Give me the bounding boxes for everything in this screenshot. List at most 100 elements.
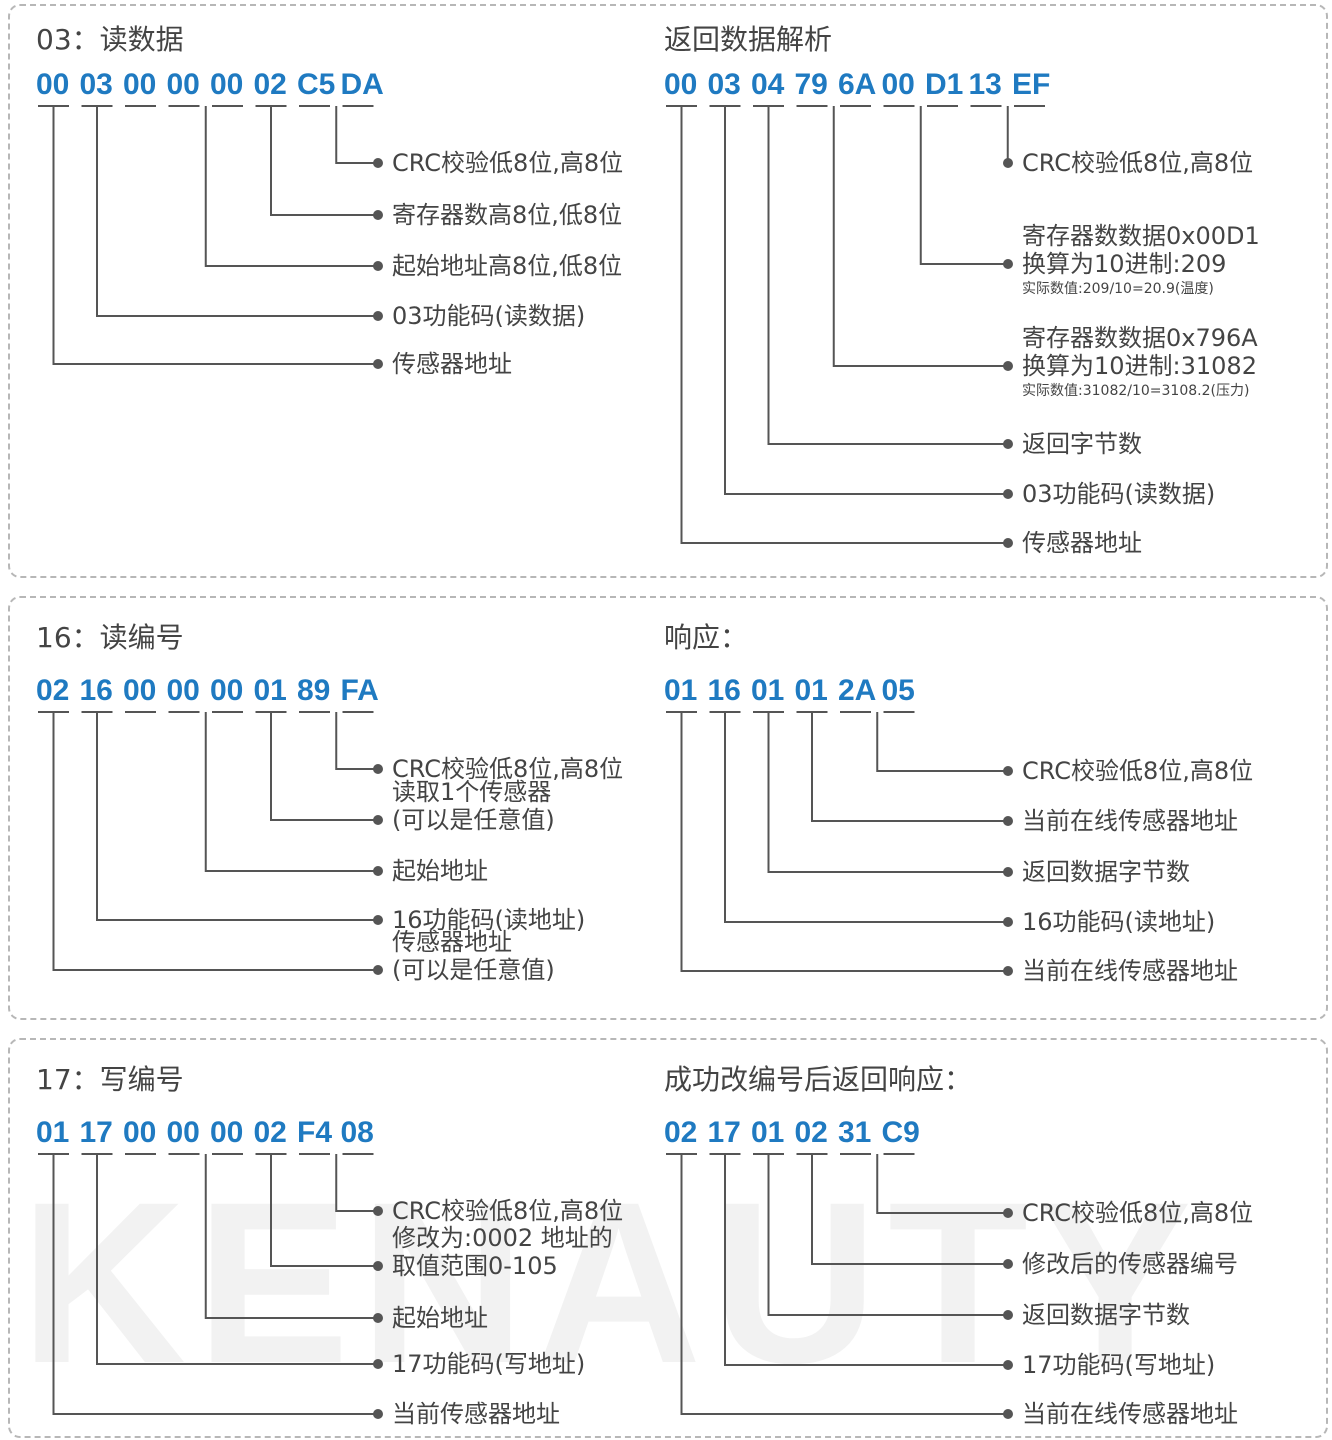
hex-byte: EF [1012,68,1051,101]
field-label: 返回数据字节数 [1022,1301,1190,1329]
connector-line [52,1154,378,1415]
field-label: 传感器地址 [392,350,512,378]
field-label-line: 03功能码(读数据) [1022,480,1216,508]
connector-line [876,1154,1008,1214]
connector-dot [1003,867,1013,877]
field-label: CRC校验低8位,高8位 [1022,1199,1253,1227]
connector-dot [1003,361,1013,371]
connector-line [270,106,378,216]
hex-byte: 00 [36,68,70,101]
field-label: 返回数据字节数 [1022,858,1190,886]
hex-byte: 79 [794,68,828,101]
connector-line [724,712,1008,923]
connector-line [767,106,1008,445]
connector-dot [373,311,383,321]
connector-line [52,712,378,971]
hex-byte: 31 [838,1116,872,1149]
hex-byte: 03 [79,68,113,101]
hex-byte: 16 [707,674,741,707]
field-label: 读取1个传感器(可以是任意值) [392,778,555,834]
hex-byte: 00 [123,68,157,101]
hex-byte: 17 [707,1116,741,1149]
field-label: 修改后的传感器编号 [1022,1250,1238,1278]
hex-byte: 00 [166,674,200,707]
hex-byte: 02 [664,1116,698,1149]
connector-dot [373,1261,383,1271]
connector-dot [373,1313,383,1323]
hex-byte: 00 [166,68,200,101]
response-title: 返回数据解析 [664,23,833,56]
connector-line [680,1154,1008,1415]
connector-line [204,1154,378,1319]
connector-dot [373,261,383,271]
field-label-line: 修改后的传感器编号 [1022,1250,1238,1278]
field-label: 当前在线传感器地址 [1022,957,1238,985]
hex-byte: 01 [664,674,698,707]
field-label-line: 传感器地址 [392,928,512,956]
connector-dot [373,210,383,220]
connector-line [724,1154,1008,1366]
field-label-line: 换算为10进制:31082 [1022,352,1257,380]
field-label-line: CRC校验低8位,高8位 [1022,1199,1254,1227]
connector-line [270,1154,378,1267]
connector-line [335,712,378,770]
field-label-note: 实际数值:31082/10=3108.2(压力) [1022,383,1250,399]
connector-dot [1003,158,1013,168]
field-label: 寄存器数高8位,低8位 [392,201,622,229]
connector-dot [373,965,383,975]
connector-line [335,1154,378,1212]
field-label-line: 当前在线传感器地址 [1022,957,1238,985]
field-label-line: CRC校验低8位,高8位 [1022,149,1254,177]
connector-line [811,1154,1008,1265]
connector-dot [373,866,383,876]
field-label: CRC校验低8位,高8位 [392,149,623,177]
connector-dot [373,1409,383,1419]
connector-dot [1003,1310,1013,1320]
field-label: CRC校验低8位,高8位 [392,755,623,783]
connector-dot [373,158,383,168]
field-label-line: 当前在线传感器地址 [1022,1400,1238,1428]
field-label: 起始地址 [392,1304,488,1332]
command-title: 16：读编号 [36,621,184,654]
connector-line [832,106,1008,367]
field-label-line: 换算为10进制:209 [1022,250,1227,278]
connector-line [335,106,378,164]
connector-line [96,106,378,317]
connector-dot [373,359,383,369]
field-label-line: 16功能码(读地址) [1022,908,1216,936]
field-label: 03功能码(读数据) [1022,480,1215,508]
field-label: 当前传感器地址 [392,1400,560,1428]
connector-dot [1003,1259,1013,1269]
field-label-line: CRC校验低8位,高8位 [392,755,624,783]
connector-dot [1003,966,1013,976]
hex-byte: 6A [838,68,877,101]
field-label: CRC校验低8位,高8位 [1022,757,1253,785]
response-title: 成功改编号后返回响应： [664,1063,973,1096]
hex-byte: 2A [838,674,877,707]
connector-dot [373,1359,383,1369]
hex-byte: 13 [968,68,1002,101]
connector-dot [1003,816,1013,826]
watermark: KENAUTY [20,1154,1202,1411]
field-label: 修改为:0002 地址的取值范围0-105 [392,1224,613,1280]
field-label-note: 实际数值:209/10=20.9(温度) [1022,281,1214,297]
hex-byte: 01 [253,674,287,707]
hex-byte: C9 [881,1116,920,1149]
hex-byte: 03 [707,68,741,101]
field-label-line: 17功能码(写地址) [392,1350,586,1378]
hex-byte: 01 [751,1116,785,1149]
field-label-line: 03功能码(读数据) [392,302,586,330]
field-label-line: 返回字节数 [1022,430,1142,458]
field-label-line: CRC校验低8位,高8位 [1022,757,1254,785]
field-label-line: (可以是任意值) [392,956,555,984]
hex-byte: 89 [297,674,331,707]
protocol-panel [8,596,1328,1020]
hex-byte: 16 [79,674,113,707]
field-label: CRC校验低8位,高8位 [392,1197,623,1225]
hex-byte: 01 [794,674,828,707]
field-label-line: 当前传感器地址 [392,1400,560,1428]
field-label-line: CRC校验低8位,高8位 [392,1197,624,1225]
